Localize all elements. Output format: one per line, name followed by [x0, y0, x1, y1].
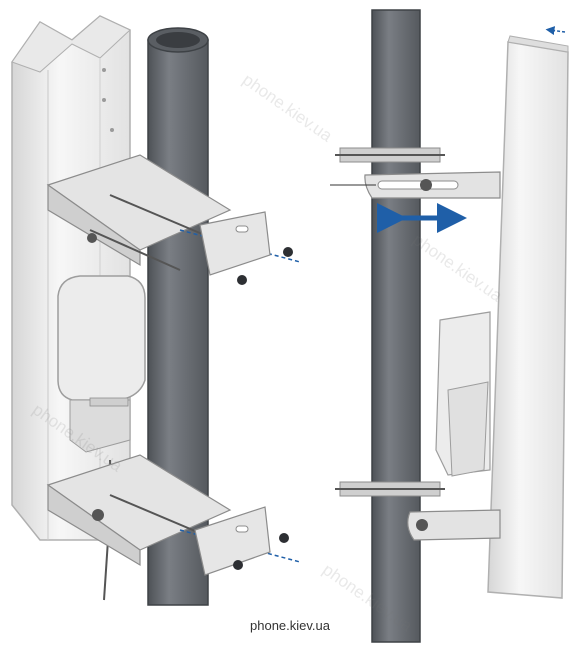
site-caption: phone.kiev.ua [250, 618, 330, 633]
right-sector-antenna [435, 35, 569, 599]
right-upper-bracket [330, 147, 501, 199]
left-view [11, 15, 301, 606]
upper-mounting-bracket [46, 154, 301, 285]
right-mounting-pole [371, 9, 421, 643]
tilt-direction-arrow-icon [545, 26, 566, 36]
radio-unit [57, 275, 146, 601]
right-lower-bracket [335, 481, 501, 541]
lower-mounting-bracket [46, 454, 301, 576]
right-view [330, 9, 569, 643]
